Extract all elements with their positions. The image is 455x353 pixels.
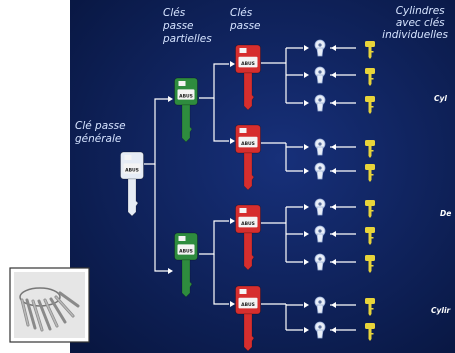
individual-key-1 bbox=[365, 41, 375, 59]
abus-plate bbox=[238, 136, 258, 148]
brand-label: ABUS bbox=[241, 221, 255, 227]
individual-key-9 bbox=[365, 298, 375, 316]
cylinder-3 bbox=[314, 94, 326, 112]
side-label-3: Cylir bbox=[431, 306, 452, 315]
keyring-icon bbox=[19, 287, 80, 332]
abus-plate bbox=[238, 56, 258, 68]
abus-plate bbox=[238, 297, 258, 309]
individual-key-3 bbox=[365, 96, 375, 114]
pass-key-3: ABUS bbox=[235, 204, 261, 271]
individual-key-6 bbox=[365, 200, 375, 218]
cylinder-4 bbox=[314, 138, 326, 156]
brand-label: ABUS bbox=[241, 141, 255, 147]
abus-plate bbox=[123, 163, 141, 174]
individual-key-4 bbox=[365, 140, 375, 158]
abus-plate bbox=[238, 216, 258, 228]
abus-plate bbox=[177, 89, 195, 100]
individual-key-7 bbox=[365, 227, 375, 245]
brand-label: ABUS bbox=[125, 167, 139, 173]
individual-key-8 bbox=[365, 255, 375, 273]
side-label-1: Cyl bbox=[434, 94, 447, 103]
individual-key-5 bbox=[365, 164, 375, 182]
master-key: ABUS bbox=[120, 151, 144, 217]
cylinder-6 bbox=[314, 198, 326, 216]
cylinder-10 bbox=[314, 321, 326, 339]
individual-key-10 bbox=[365, 323, 375, 341]
pass-key-4: ABUS bbox=[235, 285, 261, 352]
cylinder-2 bbox=[314, 66, 326, 84]
cylinder-9 bbox=[314, 296, 326, 314]
cylinder-8 bbox=[314, 253, 326, 271]
cylinder-7 bbox=[314, 225, 326, 243]
brand-label: ABUS bbox=[179, 93, 193, 99]
partial-key-1: ABUS bbox=[174, 77, 198, 143]
pass-key-2: ABUS bbox=[235, 124, 261, 191]
partial-keys-label: Clés passe partielles bbox=[162, 7, 212, 45]
side-label-2: De bbox=[440, 209, 451, 218]
keys-layer: ABUS ABUS ABUS ABUS ABUS ABUS ABUS bbox=[120, 39, 375, 352]
master-key-label: Clé passe générale bbox=[75, 120, 129, 145]
pass-key-1: ABUS bbox=[235, 44, 261, 111]
brand-label: ABUS bbox=[241, 61, 255, 67]
individual-key-2 bbox=[365, 68, 375, 86]
pass-keys-label: Clés passe bbox=[229, 7, 261, 32]
abus-plate bbox=[177, 244, 195, 255]
cylinder-1 bbox=[314, 39, 326, 57]
partial-key-2: ABUS bbox=[174, 232, 198, 298]
connector-lines bbox=[144, 45, 356, 333]
brand-label: ABUS bbox=[241, 302, 255, 308]
keyring-photo bbox=[9, 267, 90, 343]
brand-label: ABUS bbox=[179, 248, 193, 254]
cylinders-label: Cylindres avec clés individuelles bbox=[382, 5, 448, 41]
cylinder-5 bbox=[314, 162, 326, 180]
